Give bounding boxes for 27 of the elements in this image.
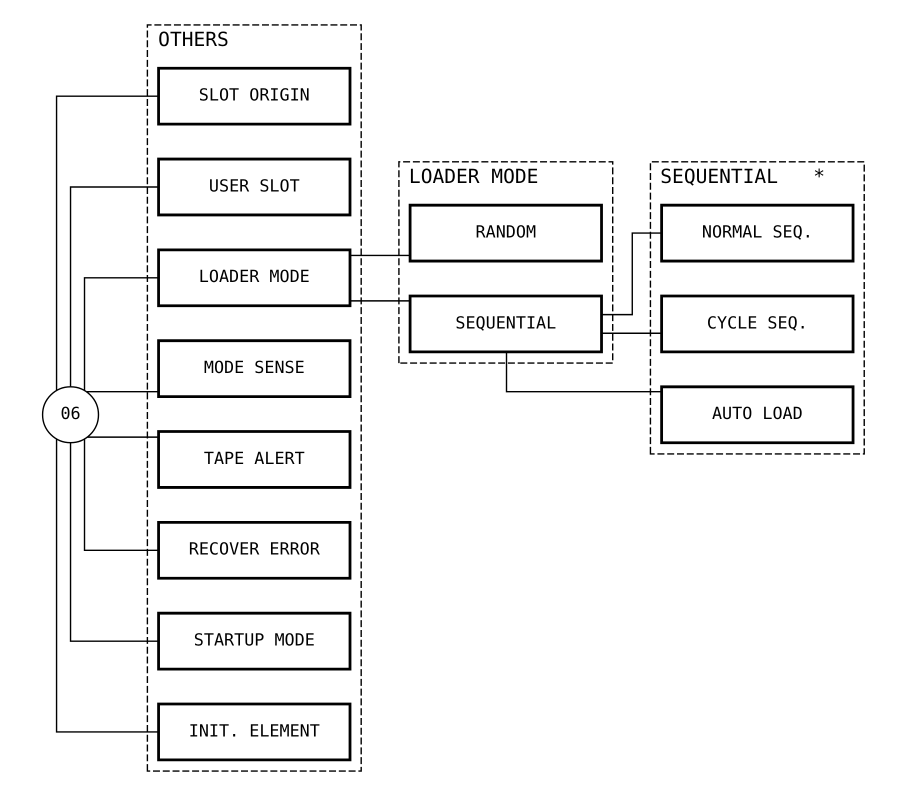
connector bbox=[87, 436, 158, 438]
node-box: INIT. ELEMENT bbox=[156, 702, 351, 762]
connector bbox=[86, 391, 158, 392]
node-box: STARTUP MODE bbox=[156, 612, 351, 670]
connector bbox=[69, 442, 158, 642]
node-box: USER SLOT bbox=[156, 158, 351, 216]
connector bbox=[83, 439, 158, 551]
connector bbox=[55, 95, 158, 390]
node-box: SEQUENTIAL bbox=[408, 294, 602, 354]
node-box: RECOVER ERROR bbox=[156, 520, 351, 580]
node-box: LOADER MODE bbox=[156, 248, 351, 308]
connector bbox=[83, 277, 158, 390]
node-box: AUTO LOAD bbox=[660, 385, 854, 444]
node-box: NORMAL SEQ. bbox=[660, 204, 854, 262]
connector bbox=[601, 332, 661, 334]
node-box: CYCLE SEQ. bbox=[660, 294, 854, 354]
node-box: RANDOM bbox=[408, 204, 602, 262]
connector bbox=[69, 186, 158, 386]
node-box: MODE SENSE bbox=[156, 339, 351, 398]
connector bbox=[55, 439, 158, 733]
node-box: SLOT ORIGIN bbox=[156, 66, 351, 126]
connector bbox=[350, 254, 410, 256]
node-circle: 06 bbox=[41, 386, 99, 444]
node-box: TAPE ALERT bbox=[156, 430, 351, 489]
connector bbox=[350, 300, 410, 302]
connector bbox=[505, 352, 661, 392]
connector bbox=[601, 232, 661, 316]
